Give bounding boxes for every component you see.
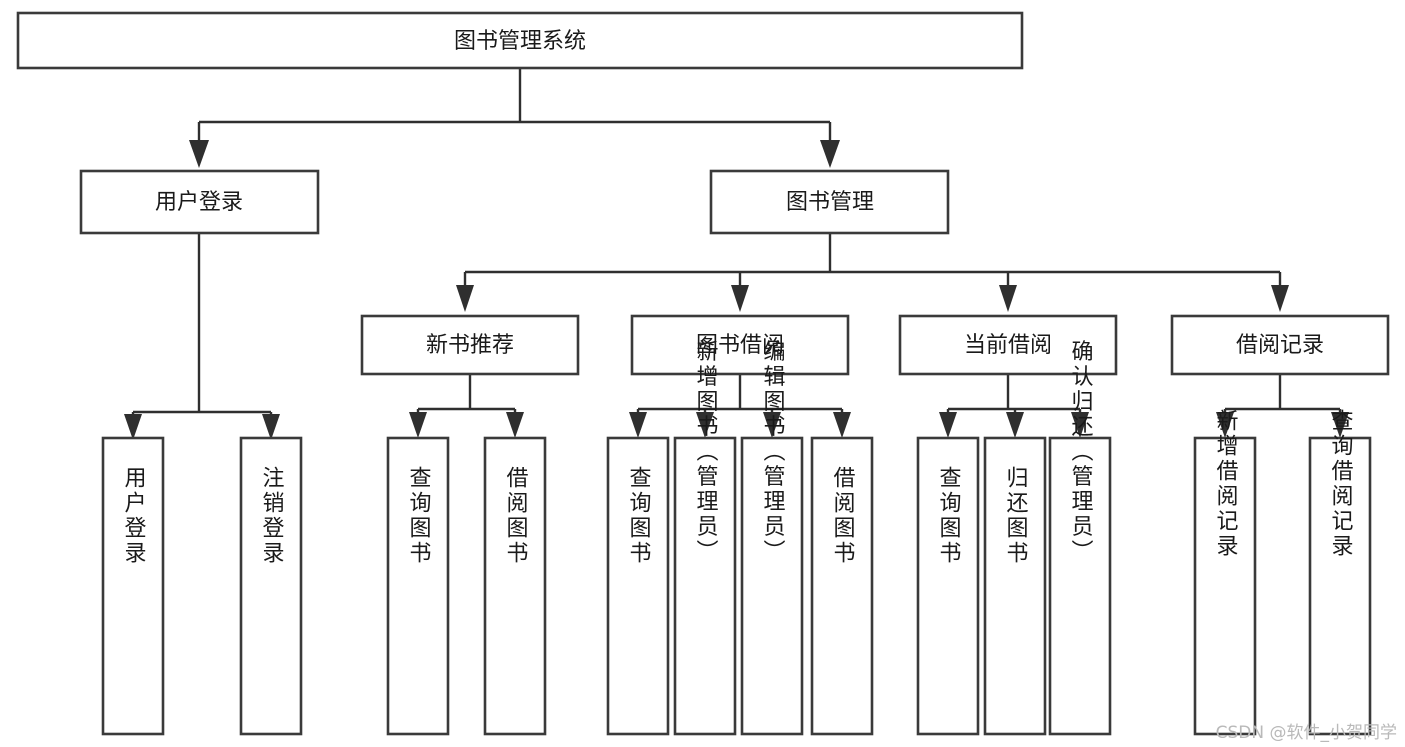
leaf-box[interactable] bbox=[740, 436, 804, 736]
arrow-head-icon bbox=[262, 414, 280, 440]
leaf-new-book-2[interactable]: 借阅图书 bbox=[483, 436, 547, 736]
leaf-label: 查询图书 bbox=[936, 466, 962, 566]
arrow-head-icon bbox=[1216, 412, 1234, 438]
connector-group-book-borrow bbox=[629, 374, 851, 438]
leaf-label: 确认归还（管理员） bbox=[1068, 340, 1094, 565]
leaf-book-borrow-2[interactable]: 新增图书（管理员） bbox=[673, 340, 737, 736]
arrow-head-icon bbox=[506, 412, 524, 438]
arrow-head-icon bbox=[1071, 412, 1089, 438]
arrow-head-icon bbox=[124, 414, 142, 440]
arrow-head-icon bbox=[1271, 285, 1289, 312]
node-book-manage-label: 图书管理 bbox=[786, 190, 874, 215]
leaf-label: 新增借阅记录 bbox=[1213, 409, 1239, 559]
leaf-label: 用户登录 bbox=[121, 466, 147, 566]
arrow-head-icon bbox=[1006, 412, 1024, 438]
leaf-book-borrow-3[interactable]: 编辑图书（管理员） bbox=[740, 340, 804, 736]
leaf-box[interactable] bbox=[810, 436, 874, 736]
leaf-box[interactable] bbox=[673, 436, 737, 736]
leaf-label: 新增图书（管理员） bbox=[693, 340, 719, 565]
node-user-login[interactable]: 用户登录 bbox=[79, 169, 320, 235]
connector-group-root bbox=[189, 68, 840, 168]
node-current-borrow-box[interactable] bbox=[898, 314, 1118, 376]
node-borrow-record-label: 借阅记录 bbox=[1236, 333, 1324, 358]
leaf-box[interactable] bbox=[1308, 436, 1372, 736]
leaf-box[interactable] bbox=[483, 436, 547, 736]
arrow-head-icon bbox=[763, 412, 781, 438]
node-user-login-label: 用户登录 bbox=[155, 190, 243, 215]
arrow-head-icon bbox=[409, 412, 427, 438]
leaf-user-login-1[interactable]: 用户登录 bbox=[101, 436, 165, 736]
leaf-label: 归还图书 bbox=[1003, 466, 1029, 566]
arrow-head-icon bbox=[999, 285, 1017, 312]
leaf-box[interactable] bbox=[386, 436, 450, 736]
connector-group-current-borrow bbox=[939, 374, 1089, 438]
node-current-borrow[interactable]: 当前借阅 bbox=[898, 314, 1118, 376]
leaf-label: 查询图书 bbox=[406, 466, 432, 566]
arrow-head-icon bbox=[731, 285, 749, 312]
arrow-head-icon bbox=[629, 412, 647, 438]
leaf-box[interactable] bbox=[606, 436, 670, 736]
node-book-manage[interactable]: 图书管理 bbox=[709, 169, 950, 235]
leaf-label: 借阅图书 bbox=[830, 466, 856, 566]
arrow-head-icon bbox=[939, 412, 957, 438]
leaf-current-borrow-1[interactable]: 查询图书 bbox=[916, 436, 980, 736]
leaf-label: 借阅图书 bbox=[503, 466, 529, 566]
node-book-borrow[interactable]: 图书借阅 bbox=[630, 314, 850, 376]
node-root-label: 图书管理系统 bbox=[454, 29, 586, 54]
node-root-box[interactable] bbox=[16, 11, 1024, 70]
leaf-label: 注销登录 bbox=[259, 466, 285, 566]
node-book-borrow-label: 图书借阅 bbox=[696, 333, 784, 358]
leaf-book-borrow-1[interactable]: 查询图书 bbox=[606, 436, 670, 736]
leaf-new-book-1[interactable]: 查询图书 bbox=[386, 436, 450, 736]
leaf-book-borrow-4[interactable]: 借阅图书 bbox=[810, 436, 874, 736]
leaf-borrow-record-2[interactable]: 查询借阅记录 bbox=[1308, 409, 1372, 736]
leaf-box[interactable] bbox=[101, 436, 165, 736]
leaf-box[interactable] bbox=[239, 436, 303, 736]
leaf-borrow-record-1[interactable]: 新增借阅记录 bbox=[1193, 409, 1257, 736]
node-new-book-recommend[interactable]: 新书推荐 bbox=[360, 314, 580, 376]
leaf-box[interactable] bbox=[1048, 436, 1112, 736]
leaf-current-borrow-2[interactable]: 归还图书 bbox=[983, 436, 1047, 736]
connector-group-borrow-record bbox=[1216, 374, 1349, 438]
arrow-head-icon bbox=[456, 285, 474, 312]
node-book-borrow-box[interactable] bbox=[630, 314, 850, 376]
leaf-box[interactable] bbox=[916, 436, 980, 736]
node-user-login-box[interactable] bbox=[79, 169, 320, 235]
leaf-current-borrow-3[interactable]: 确认归还（管理员） bbox=[1048, 340, 1112, 736]
node-borrow-record[interactable]: 借阅记录 bbox=[1170, 314, 1390, 376]
leaf-label: 编辑图书（管理员） bbox=[760, 340, 786, 565]
node-new-book-recommend-box[interactable] bbox=[360, 314, 580, 376]
connector-group-book-manage bbox=[456, 234, 1289, 312]
arrow-head-icon bbox=[820, 140, 840, 168]
connector-group-new-book bbox=[409, 374, 524, 438]
node-new-book-recommend-label: 新书推荐 bbox=[426, 333, 514, 358]
arrow-head-icon bbox=[1331, 412, 1349, 438]
leaf-box[interactable] bbox=[1193, 436, 1257, 736]
node-current-borrow-label: 当前借阅 bbox=[964, 333, 1052, 358]
connector-group-user-login bbox=[124, 234, 280, 440]
arrow-head-icon bbox=[833, 412, 851, 438]
leaf-label: 查询借阅记录 bbox=[1328, 409, 1354, 559]
leaf-box[interactable] bbox=[983, 436, 1047, 736]
arrow-head-icon bbox=[696, 412, 714, 438]
leaf-label: 查询图书 bbox=[626, 466, 652, 566]
node-root[interactable]: 图书管理系统 bbox=[16, 11, 1024, 70]
arrow-head-icon bbox=[189, 140, 209, 168]
node-borrow-record-box[interactable] bbox=[1170, 314, 1390, 376]
node-book-manage-box[interactable] bbox=[709, 169, 950, 235]
leaf-user-login-2[interactable]: 注销登录 bbox=[239, 436, 303, 736]
